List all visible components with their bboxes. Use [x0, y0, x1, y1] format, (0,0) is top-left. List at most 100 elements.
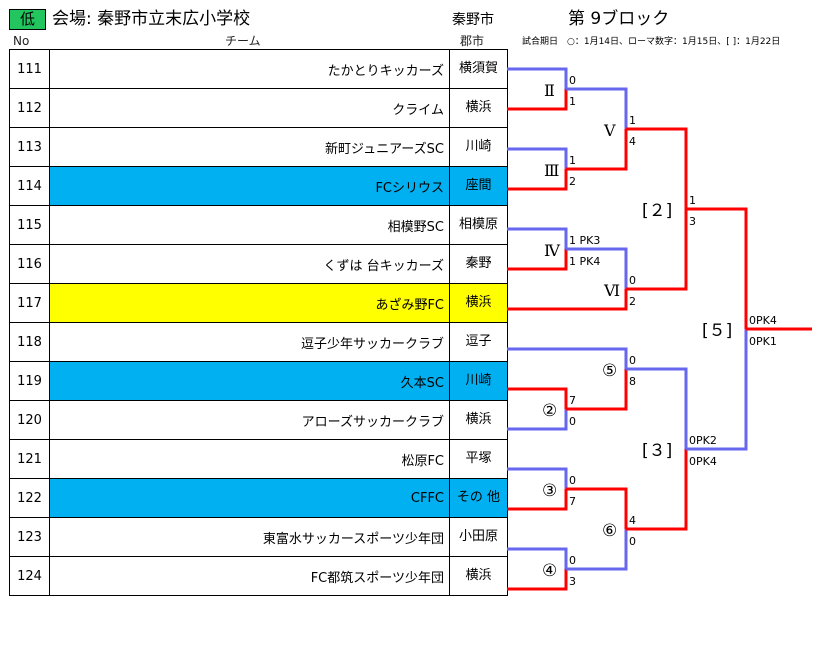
round-label: ⑤ [602, 361, 617, 381]
match-score: 1 PK3 [569, 234, 600, 247]
team-number: 115 [9, 205, 50, 245]
match-score: 2 [629, 295, 636, 308]
bracket-line [507, 409, 568, 431]
category-badge: 低 [9, 9, 46, 30]
team-city: 横浜 [449, 400, 508, 440]
bracket-line [566, 247, 628, 289]
schedule-note: 試合期日 ○：1月14日、ローマ数字：1月15日、[ ]：1月22日 [522, 37, 781, 47]
column-header-team: チーム [225, 34, 261, 48]
bracket-line [507, 547, 568, 569]
column-header-no: No [13, 34, 30, 48]
team-number: 118 [9, 322, 50, 362]
round-label: ② [542, 401, 557, 421]
bracket-line [626, 127, 688, 209]
round-label: ④ [542, 561, 557, 581]
match-score: 1 [629, 114, 636, 127]
match-score: 3 [689, 215, 696, 228]
round-label: ⑥ [602, 521, 617, 541]
round-label: [２] [642, 201, 672, 221]
match-score: 1 [569, 95, 576, 108]
match-score: 8 [629, 375, 636, 388]
bracket-line [566, 529, 628, 571]
match-score: 0PK2 [689, 434, 717, 447]
column-header-city: 郡市 [460, 34, 485, 48]
team-city: 川崎 [449, 127, 508, 167]
bracket-line [507, 147, 568, 169]
bracket-line [507, 387, 568, 409]
bracket-line [507, 569, 568, 591]
match-score: 0 [569, 554, 576, 567]
bracket-line [686, 207, 748, 329]
team-city: 座間 [449, 166, 508, 206]
team-number: 113 [9, 127, 50, 167]
match-score: 0 [629, 535, 636, 548]
bracket-line [507, 169, 568, 191]
team-city: 横須賀 [449, 49, 508, 89]
match-score: 7 [569, 394, 576, 407]
team-name: FC都筑スポーツ少年団 [49, 556, 450, 596]
team-number: 122 [9, 478, 50, 518]
match-score: 7 [569, 495, 576, 508]
bracket-line [686, 329, 748, 451]
host-city: 秦野市 [452, 12, 494, 28]
match-score: 0 [629, 354, 636, 367]
team-city: 横浜 [449, 556, 508, 596]
bracket-line [566, 487, 628, 529]
team-name: 相模野SC [49, 205, 450, 245]
team-city: 相模原 [449, 205, 508, 245]
bracket-line [626, 367, 688, 449]
match-score: 4 [629, 514, 636, 527]
team-name: くずは 台キッカーズ [49, 244, 450, 284]
bracket-line [507, 89, 568, 111]
bracket-line [507, 227, 568, 249]
team-number: 117 [9, 283, 50, 323]
round-label: Ⅳ [544, 241, 561, 260]
round-label: Ⅵ [603, 281, 620, 300]
team-name: クライム [49, 88, 450, 128]
round-label: [５] [702, 321, 732, 341]
team-number: 119 [9, 361, 50, 401]
bracket-line [507, 67, 568, 89]
venue-title: 会場: 秦野市立末広小学校 [52, 9, 251, 29]
bracket-line [507, 289, 628, 311]
team-city: 小田原 [449, 517, 508, 557]
team-number: 114 [9, 166, 50, 206]
bracket-line [566, 87, 628, 129]
bracket-line [626, 209, 688, 291]
team-name: 新町ジュニアーズSC [49, 127, 450, 167]
team-name: 逗子少年サッカークラブ [49, 322, 450, 362]
match-score: 0 [569, 474, 576, 487]
match-score: 2 [569, 175, 576, 188]
match-score: 1 [689, 194, 696, 207]
team-name: あざみ野FC [49, 283, 450, 323]
match-score: 0PK1 [749, 335, 777, 348]
bracket-line [566, 129, 628, 171]
bracket-line [507, 489, 568, 511]
team-name: アローズサッカークラブ [49, 400, 450, 440]
match-score: 1 PK4 [569, 255, 600, 268]
match-score: 3 [569, 575, 576, 588]
team-name: FCシリウス [49, 166, 450, 206]
bracket-line [507, 249, 568, 271]
bracket-line [507, 467, 568, 489]
team-name: 久本SC [49, 361, 450, 401]
team-number: 111 [9, 49, 50, 89]
round-label: Ⅱ [544, 81, 555, 100]
round-label: Ⅲ [544, 161, 559, 180]
bracket-line [507, 347, 628, 369]
